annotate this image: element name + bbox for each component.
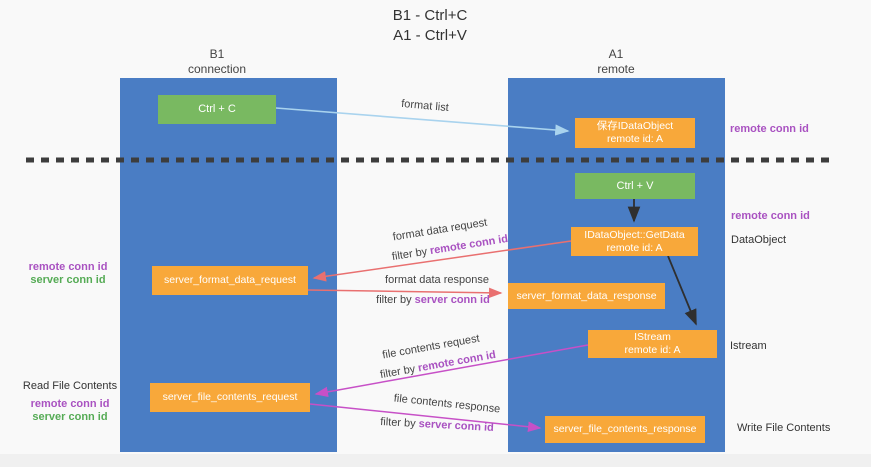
node-server-format-data-request: server_format_data_request	[152, 266, 308, 295]
node-server-format-data-response-label: server_format_data_response	[516, 289, 657, 302]
node-save-idataobject: 保存IDataObject remote id: A	[575, 118, 695, 148]
node-idataobject-getdata: IDataObject::GetData remote id: A	[571, 227, 698, 256]
diagram-title: B1 - Ctrl+C A1 - Ctrl+V	[393, 6, 468, 46]
annotation-read-remote-conn-id: remote conn id	[30, 398, 110, 410]
node-server-file-contents-response-label: server_file_contents_response	[553, 423, 697, 435]
node-server-file-contents-request: server_file_contents_request	[150, 383, 310, 412]
diagram-title-line2: A1 - Ctrl+V	[393, 27, 467, 44]
filter-by-text: filter by	[376, 294, 412, 306]
lane-b1-header: B1 connection	[188, 47, 246, 77]
annotation-remote-conn-id-top: remote conn id	[730, 123, 809, 135]
arrow-file-contents-response	[309, 403, 542, 432]
node-save-idataobject-line2: remote id: A	[606, 133, 664, 145]
annotation-left-remote-conn-id: remote conn id	[28, 261, 108, 273]
node-server-format-data-request-label: server_format_data_request	[164, 274, 296, 286]
node-istream-line2: remote id: A	[624, 344, 681, 356]
node-save-idataobject-line1: 保存IDataObject	[596, 120, 674, 132]
node-ctrl-c-label: Ctrl + C	[198, 103, 236, 115]
edge-label-format-data-response: format data response	[385, 274, 489, 286]
annotation-dataobject: DataObject	[731, 234, 787, 246]
annotation-left-server-conn-id: server conn id	[30, 274, 106, 286]
annotation-remote-conn-id-mid: remote conn id	[731, 210, 810, 222]
node-server-file-contents-response: server_file_contents_response	[545, 416, 705, 443]
lane-a1-subtitle: remote	[597, 62, 635, 76]
annotation-read-file-block: Read File Contents remote conn id server…	[6, 380, 134, 424]
annotation-istream: Istream	[730, 340, 767, 352]
node-ctrl-v: Ctrl + V	[575, 173, 695, 199]
diagram-title-line1: B1 - Ctrl+C	[392, 7, 468, 24]
node-idataobject-getdata-line1: IDataObject::GetData	[584, 228, 685, 241]
annotation-write-file-contents: Write File Contents	[737, 422, 831, 434]
lane-a1-title: A1	[608, 47, 624, 61]
arrow-format-data-request	[312, 240, 572, 282]
node-idataobject-getdata-line2: remote id: A	[606, 241, 663, 254]
annotation-left-conn-ids: remote conn id server conn id	[4, 261, 132, 287]
node-istream-line1: IStream	[634, 331, 671, 343]
arrow-format-data-response	[307, 287, 503, 299]
annotation-read-server-conn-id: server conn id	[32, 411, 108, 423]
footer-strip	[0, 454, 871, 467]
filter-key-server-conn-id: server conn id	[414, 294, 490, 306]
node-server-file-contents-request-label: server_file_contents_request	[162, 391, 298, 403]
arrow-format-list	[275, 107, 570, 136]
lane-a1-header: A1 remote	[597, 47, 634, 77]
node-server-format-data-response: server_format_data_response	[508, 283, 665, 309]
lane-b1-title: B1	[209, 47, 225, 61]
node-istream: IStream remote id: A	[588, 330, 717, 358]
arrow-file-contents-request	[314, 344, 589, 398]
filter-by-text: filter by	[379, 416, 416, 430]
arrow-getdata-to-istream	[667, 255, 697, 326]
node-ctrl-c: Ctrl + C	[158, 95, 276, 124]
node-ctrl-v-label: Ctrl + V	[616, 179, 654, 192]
annotation-read-file-contents: Read File Contents	[22, 380, 118, 392]
lane-b1-subtitle: connection	[187, 62, 247, 76]
